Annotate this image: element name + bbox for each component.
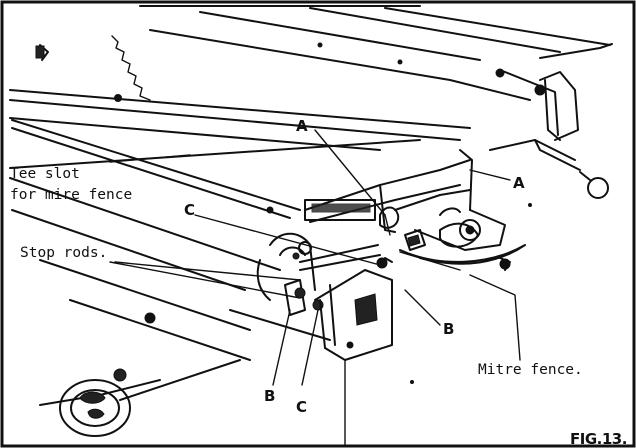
figure-number: FIG.13. (570, 430, 627, 448)
mitre-fence-label: Mitre fence. (478, 362, 583, 378)
handwheel (59, 368, 131, 437)
tee-slot-label-line2: for mire fence (10, 187, 132, 203)
stop-rods-block (256, 232, 393, 361)
label-b-right: B (443, 320, 454, 338)
saw-table (9, 5, 613, 406)
mitre-fence-assembly (304, 149, 526, 271)
stop-rods-label: Stop rods. (20, 245, 107, 261)
leader-lines (109, 129, 521, 447)
label-c-middle: C (184, 201, 195, 219)
label-a-right: A (513, 174, 525, 192)
label-c-bottom: C (296, 398, 307, 416)
label-a-top: A (296, 117, 308, 135)
label-b-left: B (264, 387, 275, 405)
tee-slot-label-line1: Tee slot (10, 166, 80, 182)
